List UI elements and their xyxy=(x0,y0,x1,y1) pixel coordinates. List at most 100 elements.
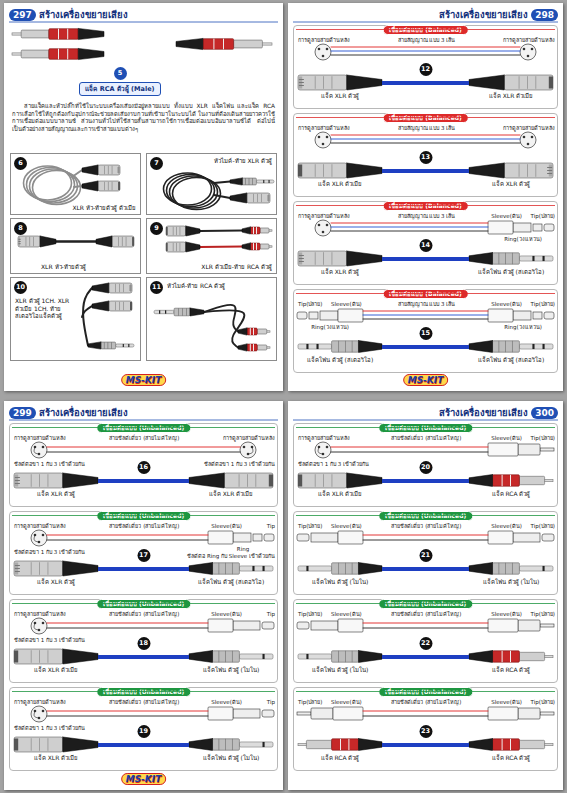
wire xyxy=(363,319,488,320)
plug-part xyxy=(111,166,113,174)
plug-part xyxy=(299,258,304,259)
plug-part xyxy=(166,243,168,251)
callout-number: 15 xyxy=(419,327,432,340)
wire xyxy=(47,623,208,624)
plug-schematic xyxy=(488,309,554,322)
plug-part xyxy=(505,253,507,264)
tip-part xyxy=(262,622,274,629)
page-title: สร้างเครื่องขยายเสียง xyxy=(39,405,128,420)
connection-band: เชื่อมต่อแบบ (Unbalanced) xyxy=(378,511,473,521)
cable-label: สายชีลด์เดี่ยว (สายไมค์ใหญ่) xyxy=(390,523,462,530)
view-label: การดูลายสายด้านหลัง xyxy=(13,435,67,442)
text-holder: สายแจ็คและหัวปลั๊กที่ใช้ในระบบเครื่องเสี… xyxy=(12,103,275,133)
plug-caption: แจ็ค RCA ตัวผู้ xyxy=(469,489,553,498)
plug-photo-slot xyxy=(469,74,553,91)
plug-part xyxy=(498,341,500,352)
plug-boot xyxy=(469,651,493,663)
plug-picture xyxy=(189,473,273,488)
text-holder: การดูลายสายด้านหลัง xyxy=(502,125,556,132)
plug-part xyxy=(257,345,267,350)
tip-part xyxy=(540,712,554,715)
plug-box: แจ็ค XLR ตัวเมีย xyxy=(14,736,98,762)
plug-picture xyxy=(230,178,274,185)
plug-part xyxy=(14,739,18,751)
plug-part xyxy=(166,226,186,236)
plug-part xyxy=(502,475,503,486)
text-holder: Sleeve(ดิน) xyxy=(330,699,363,706)
text-holder: การดูลายสายด้านหลัง xyxy=(13,523,67,530)
xlr-pin xyxy=(322,453,325,456)
tip-part xyxy=(297,712,311,715)
plug-part xyxy=(536,743,553,745)
sleeve-part xyxy=(233,533,251,542)
plug-part xyxy=(182,308,184,316)
sleeve-label: Sleeve(ดิน) xyxy=(490,523,523,530)
plug-body xyxy=(488,531,513,544)
wiring-panel: แจ็คโฟน ตัวผู้ (โมโน)แจ็ค RCA ตัวผู้เชื่… xyxy=(293,599,558,683)
plug-part xyxy=(314,474,316,487)
plug-part xyxy=(264,347,270,348)
text-holder: เชื่อมต่อแบบ (Unbalanced) xyxy=(378,423,473,433)
plug-part xyxy=(298,251,347,266)
sleeve-label: Sleeve(ดิน) xyxy=(330,523,363,530)
cable-connector xyxy=(382,169,469,173)
plug-part xyxy=(323,252,325,265)
plug-caption: แจ็คโฟน ตัวผู้ (โมโน) xyxy=(189,665,273,674)
cable-connector xyxy=(98,743,189,747)
shield-jumper xyxy=(34,623,39,630)
plug-part xyxy=(179,227,181,235)
callout-number: 18 xyxy=(137,637,150,650)
plug-part xyxy=(268,194,270,202)
plug-schematic xyxy=(208,531,274,544)
text-holder: เชื่อมต่อแบบ (Balanced) xyxy=(382,201,469,211)
tip-label: Tip(ปลาย) xyxy=(529,611,556,618)
plug-part xyxy=(47,474,49,487)
photo-box: 9XLR ตัวเมีย-ท้าย RCA ตัวผู้ xyxy=(146,218,277,274)
plug-part xyxy=(502,739,503,750)
plug-caption: แจ็ค XLR ตัวผู้ xyxy=(469,179,553,188)
xlr-pin xyxy=(38,629,41,632)
ring-label: Ring(วงแหวน) xyxy=(503,236,543,243)
cable-coil xyxy=(24,166,72,200)
callout-number: 11 xyxy=(150,281,163,294)
xlr-pin xyxy=(42,534,45,537)
ring-label: Ring xyxy=(236,546,250,553)
xlr-pin xyxy=(34,710,37,713)
text-holder: XLR หัว-ท้ายตัวผู้ ตัวเมีย xyxy=(72,204,136,212)
plug-part xyxy=(504,75,553,90)
plug-picture xyxy=(166,226,200,236)
plug-part xyxy=(298,566,332,571)
callout-number: 12 xyxy=(419,63,432,76)
text-holder: Tip(ปลาย) xyxy=(529,699,556,706)
plug-part xyxy=(15,565,20,566)
text-holder: ชีลด์ต่อขา 1 กับ 3 เข้าด้วยกัน xyxy=(203,461,276,468)
plug-part xyxy=(18,237,20,246)
plug-part xyxy=(239,742,273,747)
plug-photo-slot xyxy=(189,560,273,577)
plug-part xyxy=(298,253,302,265)
xlr-face xyxy=(31,442,47,458)
plug-part xyxy=(15,480,20,481)
plug-box: แจ็ค XLR ตัวเมีย xyxy=(298,472,382,498)
plug-boot xyxy=(189,739,213,751)
wire xyxy=(363,535,488,536)
plug-part xyxy=(165,310,166,313)
view-label: การดูลายสายด้านหลัง xyxy=(13,523,67,530)
cable-connector xyxy=(382,655,469,659)
plug-schematic xyxy=(488,221,554,234)
plug-boot xyxy=(230,178,242,185)
plug-part xyxy=(239,566,273,571)
part-caption: XLR หัว-ท้ายตัวผู้ ตัวเมีย xyxy=(72,204,136,212)
plug-part xyxy=(231,651,233,662)
plug-part xyxy=(33,237,35,246)
plug-boot xyxy=(238,344,247,351)
callout-number: 9 xyxy=(150,222,163,235)
plug-part xyxy=(253,43,272,45)
plug-photo-slot xyxy=(469,560,553,577)
plug-boot xyxy=(358,563,382,575)
shield-note: ชีลด์ต่อขา 1 กับ 3 เข้าด้วยกัน xyxy=(13,637,86,644)
text-holder: สายสัญญาณ แบบ 3 เส้น xyxy=(397,301,457,308)
plug-picture xyxy=(92,283,132,293)
tip-part xyxy=(540,448,554,451)
plug-part xyxy=(15,571,20,572)
